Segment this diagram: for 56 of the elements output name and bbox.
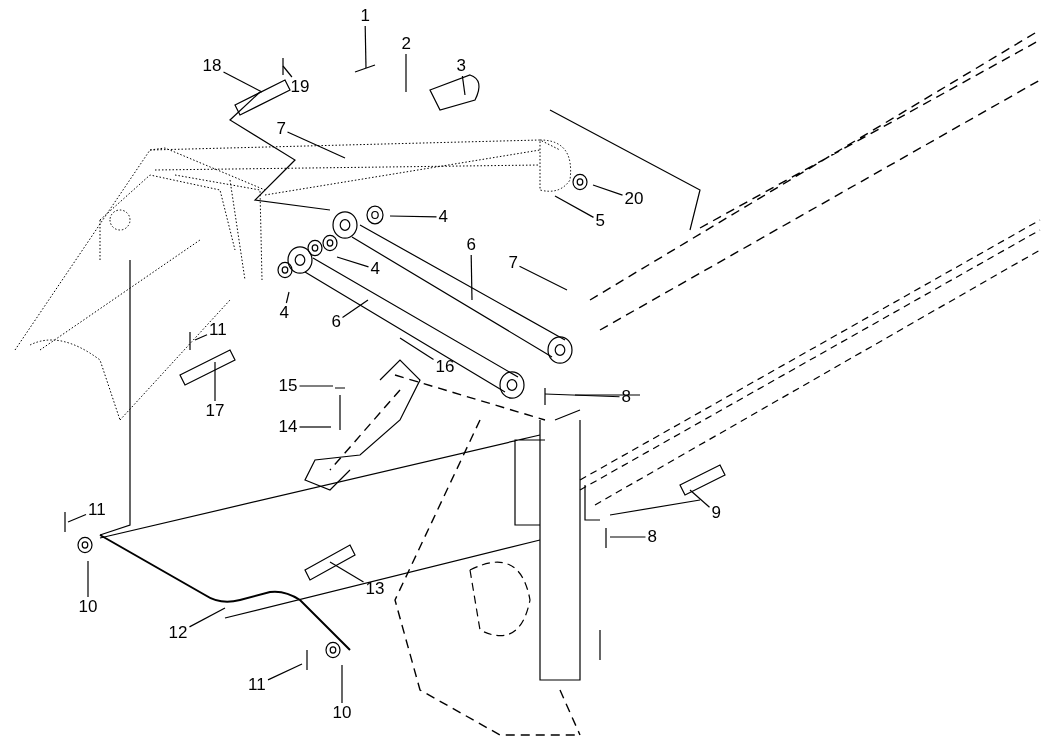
callout-number: 7 [508, 254, 518, 272]
callout-number: 11 [88, 501, 106, 519]
leader-line [341, 299, 369, 319]
leader-line [389, 215, 438, 218]
callout-number: 9 [711, 504, 721, 522]
callout-number: 1 [360, 7, 370, 25]
callout-number: 8 [621, 388, 631, 406]
callout-number: 12 [168, 624, 188, 642]
leader-line [222, 71, 263, 93]
leader-line [194, 334, 208, 341]
callout-number: 11 [209, 321, 227, 339]
callout-number: 6 [331, 313, 341, 331]
callout-number: 5 [595, 212, 605, 230]
leader-line [188, 607, 226, 628]
callout-number: 15 [278, 377, 298, 395]
leader-line [554, 195, 595, 218]
leader-line [689, 489, 711, 508]
leader-line [67, 513, 87, 523]
leader-line [405, 53, 407, 93]
leader-line [461, 75, 466, 96]
leader-line [87, 560, 89, 598]
callout-number: 14 [278, 418, 298, 436]
leader-line [286, 131, 346, 159]
leader-line [341, 664, 343, 704]
leader-line [609, 536, 647, 538]
leader-line [298, 385, 334, 387]
callout-number: 19 [290, 78, 310, 96]
callout-number: 4 [370, 260, 380, 278]
leader-line [214, 361, 216, 402]
callout-number: 18 [202, 57, 222, 75]
callout-number: 3 [456, 57, 466, 75]
leader-line [364, 25, 367, 69]
callout-number: 17 [205, 402, 225, 420]
callout-number: 16 [435, 358, 455, 376]
leader-line [336, 256, 370, 268]
leader-line [470, 254, 473, 301]
leader-line [285, 291, 290, 304]
leader-line [298, 426, 332, 428]
leader-line [329, 561, 365, 583]
leader-line [399, 337, 435, 361]
callout-number: 6 [466, 236, 476, 254]
callout-number: 2 [401, 35, 411, 53]
callout-number: 8 [647, 528, 657, 546]
callout-number: 13 [365, 580, 385, 598]
callout-number: 7 [276, 120, 286, 138]
leader-line [282, 65, 293, 78]
callout-number: 10 [78, 598, 98, 616]
leader-line [267, 663, 303, 681]
callout-number: 4 [279, 304, 289, 322]
callout-number: 10 [332, 704, 352, 722]
callout-number: 11 [248, 676, 266, 694]
leader-line [518, 265, 568, 291]
leader-line [544, 393, 621, 398]
leader-line [592, 184, 624, 196]
callout-number: 4 [438, 208, 448, 226]
callout-number: 20 [624, 190, 644, 208]
